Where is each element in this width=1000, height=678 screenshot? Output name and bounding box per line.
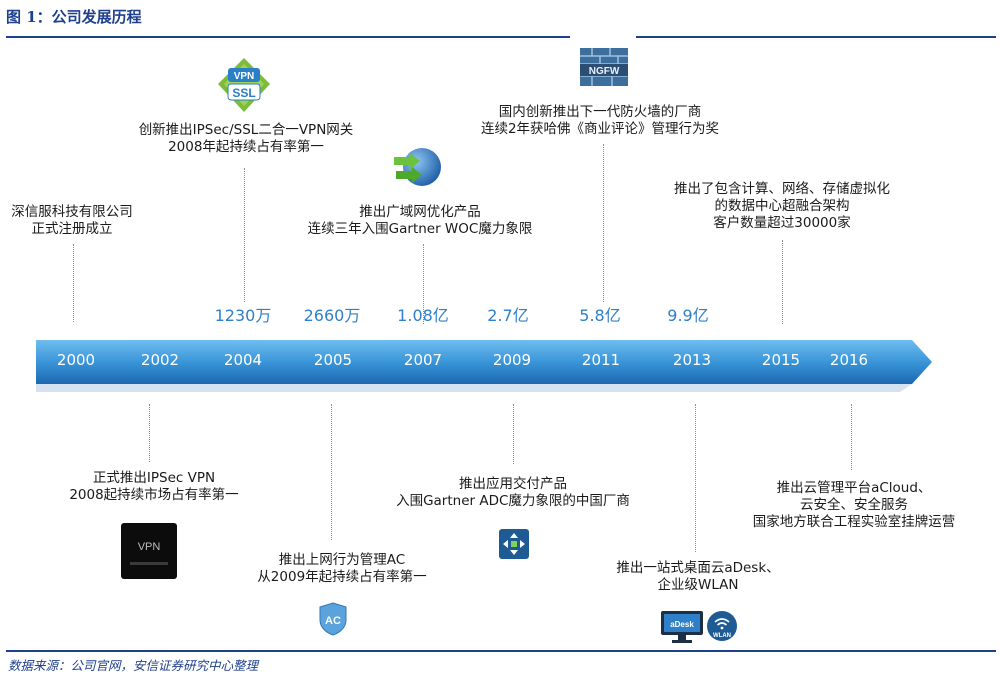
connector-2002 [149, 404, 150, 462]
wlan-wifi-icon: WLAN [707, 611, 737, 641]
event-2000: 深信服科技有限公司 正式注册成立 [11, 204, 133, 237]
year-2004: 2004 [223, 351, 263, 369]
revenue-2005: 2660万 [303, 306, 361, 325]
event-2004: 创新推出IPSec/SSL二合一VPN网关 2008年起持续占有率第一 [138, 122, 354, 155]
vpn-appliance-icon: VPN [121, 523, 177, 579]
svg-text:NGFW: NGFW [589, 66, 620, 77]
svg-text:aDesk: aDesk [670, 620, 694, 629]
year-2011: 2011 [581, 351, 621, 369]
year-2013: 2013 [672, 351, 712, 369]
event-2002: 正式推出IPSec VPN 2008起持续市场占有率第一 [69, 470, 239, 503]
revenue-2004: 1230万 [214, 306, 272, 325]
event-2013: 推出一站式桌面云aDesk、 企业级WLAN [616, 560, 780, 593]
revenue-2011: 5.8亿 [579, 306, 621, 325]
event-2005: 推出上网行为管理AC 从2009年起持续占有率第一 [257, 552, 427, 585]
connector-2005 [331, 404, 332, 540]
event-2009: 推出应用交付产品 入围Gartner ADC魔力象限的中国厂商 [396, 476, 630, 509]
revenue-2007: 1.08亿 [397, 306, 449, 325]
year-2007: 2007 [403, 351, 443, 369]
revenue-2013: 9.9亿 [667, 306, 709, 325]
year-2002: 2002 [140, 351, 180, 369]
svg-text:AC: AC [325, 615, 341, 627]
year-2016: 2016 [829, 351, 869, 369]
year-2009: 2009 [492, 351, 532, 369]
bottom-rule [6, 650, 996, 652]
connector-2009 [513, 404, 514, 464]
connector-2004 [244, 168, 245, 302]
wan-optimization-globe-icon [394, 148, 441, 186]
svg-text:VPN: VPN [138, 541, 161, 553]
year-2005: 2005 [313, 351, 353, 369]
event-2007: 推出广域网优化产品 连续三年入围Gartner WOC魔力象限 [307, 204, 533, 237]
year-2015: 2015 [761, 351, 801, 369]
ngfw-firewall-icon: NGFW [580, 48, 628, 86]
top-rule-left [6, 36, 570, 38]
event-2016: 推出云管理平台aCloud、 云安全、安全服务 国家地方联合工程实验室挂牌运营 [752, 480, 956, 530]
connector-2011 [603, 144, 604, 302]
figure-title: 图 1：公司发展历程 [6, 8, 142, 26]
svg-text:SSL: SSL [232, 86, 255, 100]
source-note: 数据来源：公司官网，安信证券研究中心整理 [8, 658, 259, 673]
ac-shield-icon: AC [319, 602, 347, 636]
connector-2000 [73, 244, 74, 322]
svg-text:VPN: VPN [234, 71, 255, 82]
event-2011: 国内创新推出下一代防火墙的厂商 连续2年获哈佛《商业评论》管理行为奖 [480, 104, 720, 137]
top-rule-right [636, 36, 996, 38]
vpn-ssl-icon: VPN SSL [218, 58, 270, 112]
connector-2013 [695, 404, 696, 552]
connector-2007 [423, 244, 424, 324]
connector-2016 [851, 404, 852, 470]
svg-text:WLAN: WLAN [713, 633, 731, 639]
connector-2015 [782, 240, 783, 324]
year-2000: 2000 [56, 351, 96, 369]
adesk-monitor-icon: aDesk [661, 611, 703, 643]
adc-application-delivery-icon [499, 529, 529, 559]
revenue-2009: 2.7亿 [487, 306, 529, 325]
event-2015: 推出了包含计算、网络、存储虚拟化 的数据中心超融合架构 客户数量超过30000家 [674, 181, 890, 231]
